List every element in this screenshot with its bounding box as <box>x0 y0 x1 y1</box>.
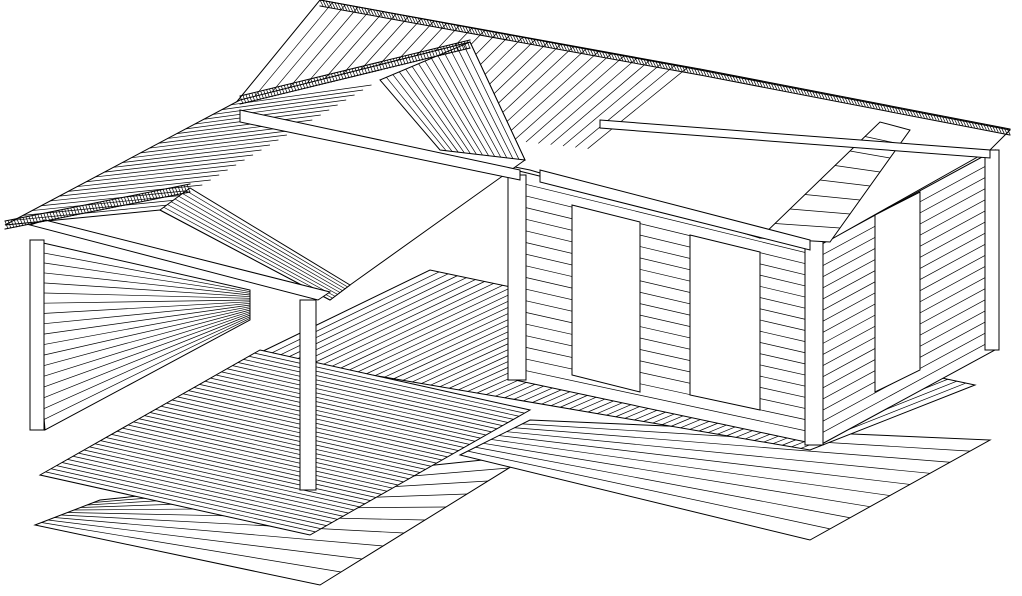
door-opening <box>571 204 641 393</box>
floor-decking-terrace <box>38 349 532 536</box>
terrace-post <box>299 299 317 491</box>
terrace-side-wall <box>29 239 251 431</box>
log-corner-left <box>507 174 527 381</box>
foundation-frame-cabin <box>458 419 992 541</box>
roof-ridge-shingles <box>4 0 1011 230</box>
roof-beams <box>28 109 991 301</box>
corner-post <box>29 239 45 431</box>
door-opening-right <box>874 191 921 393</box>
log-walls <box>507 149 1000 446</box>
window-opening <box>689 234 761 411</box>
log-corner-far <box>984 149 1000 351</box>
hip-roof-terrace <box>4 41 526 301</box>
log-corner-right <box>804 239 824 446</box>
